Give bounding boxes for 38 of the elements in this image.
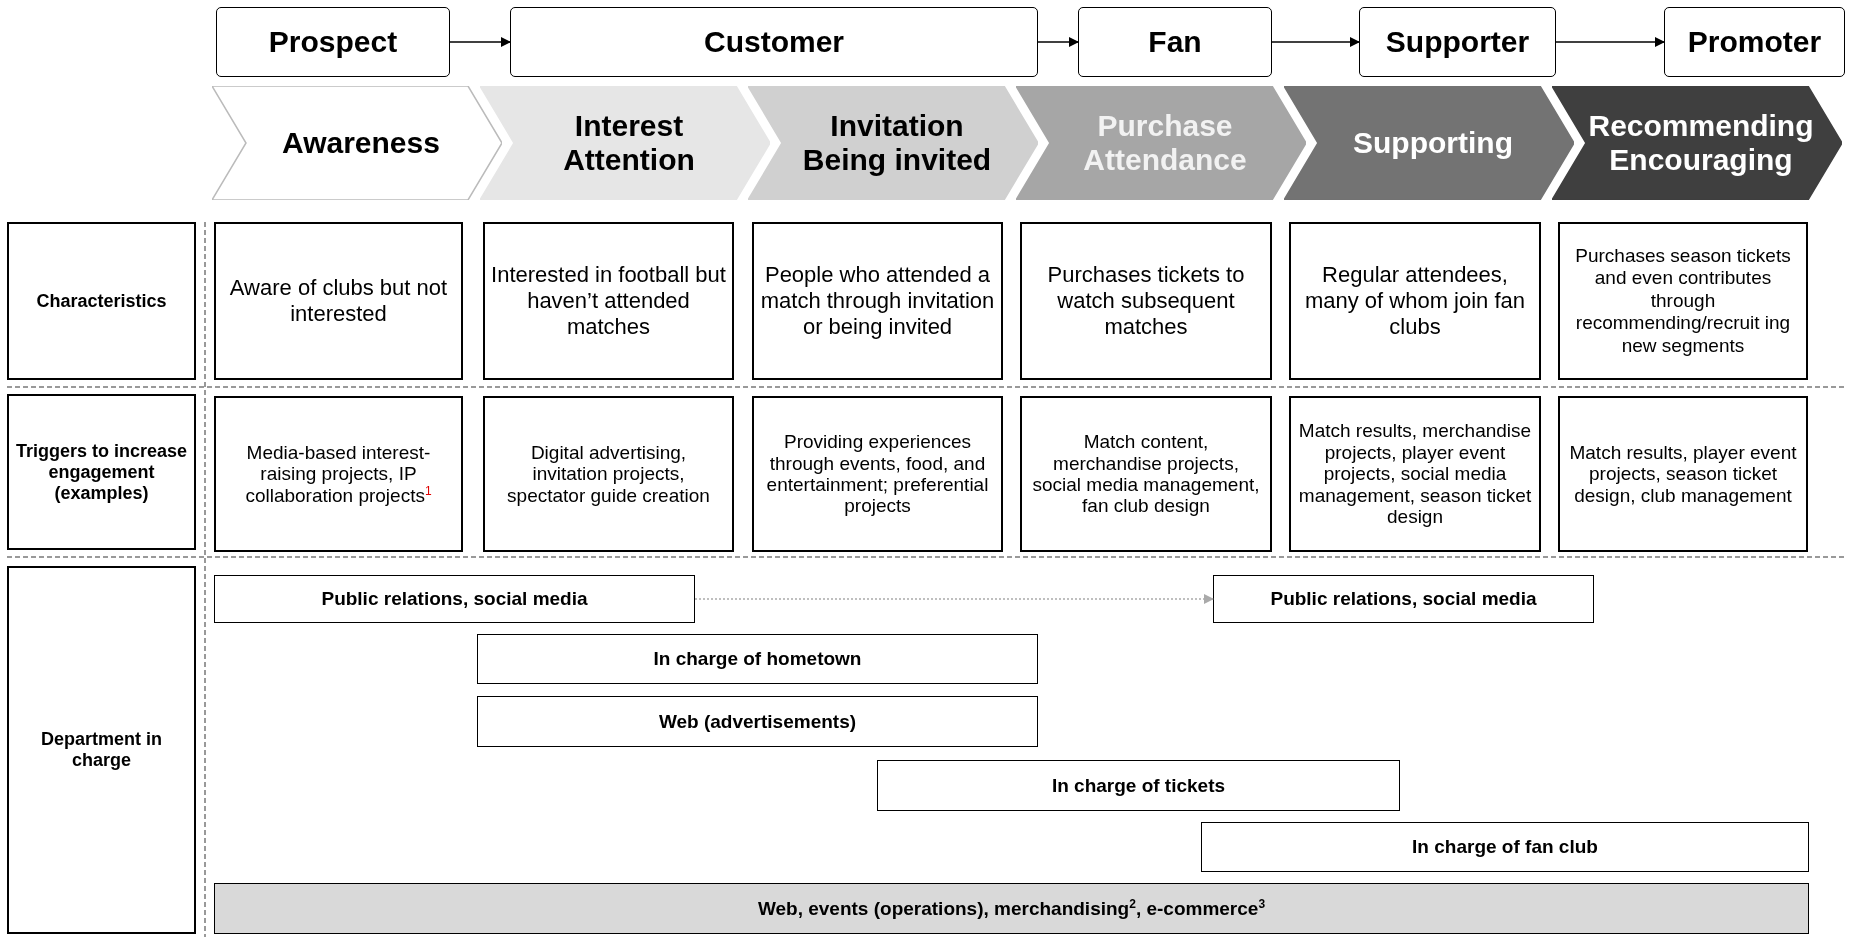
- arrow: [1555, 37, 1665, 47]
- department-bar: In charge of fan club: [1201, 822, 1809, 872]
- department-bar: Public relations, social media: [1213, 575, 1594, 623]
- description-box: Media-based interest-raising projects, IP collaboration projects$^{1}$: [214, 396, 463, 552]
- description-box: Regular attendees, many of whom join fan clubs: [1289, 222, 1541, 380]
- chevron-step: Awareness: [212, 86, 502, 200]
- description-box: Aware of clubs but not interested: [214, 222, 463, 380]
- row-header: Triggers to increase engagement (examples): [7, 394, 196, 550]
- stage-box: Promoter: [1664, 7, 1845, 77]
- stage-box: Fan: [1078, 7, 1272, 77]
- department-bar: In charge of hometown: [477, 634, 1038, 684]
- department-bar: In charge of tickets: [877, 760, 1400, 811]
- chevron-step: Invitation Being invited: [748, 86, 1038, 200]
- description-box: Providing experiences through events, food, and entertainment; preferential projects: [752, 396, 1003, 552]
- row-header: Characteristics: [7, 222, 196, 380]
- arrow: [694, 594, 1214, 604]
- description-box: Purchases season tickets and even contributes through recommending/recruit ing new segments: [1558, 222, 1808, 380]
- row-header: Department in charge: [7, 566, 196, 934]
- chevron-step: Purchase Attendance: [1016, 86, 1306, 200]
- chevron-step: Recommending Encouraging: [1552, 86, 1842, 200]
- description-box: Interested in football but haven’t attended matches: [483, 222, 734, 380]
- stage-box: Customer: [510, 7, 1038, 77]
- arrow: [449, 37, 511, 47]
- description-box: Purchases tickets to watch subsequent matches: [1020, 222, 1272, 380]
- department-bar: Web, events (operations), merchandising$^{2}$, e-commerce$^{3}$: [214, 883, 1809, 934]
- description-box: Match content, merchandise projects, social media management, fan club design: [1020, 396, 1272, 552]
- stage-box: Prospect: [216, 7, 450, 77]
- chevron-step: Supporting: [1284, 86, 1574, 200]
- description-box: People who attended a match through invitation or being invited: [752, 222, 1003, 380]
- arrow: [1037, 37, 1079, 47]
- department-bar: Web (advertisements): [477, 696, 1038, 747]
- department-bar: Public relations, social media: [214, 575, 695, 623]
- stage-box: Supporter: [1359, 7, 1556, 77]
- description-box: Match results, merchandise projects, player event projects, social media management, season ticket design: [1289, 396, 1541, 552]
- chevron-step: Interest Attention: [480, 86, 770, 200]
- description-box: Match results, player event projects, season ticket design, club management: [1558, 396, 1808, 552]
- arrow: [1271, 37, 1360, 47]
- description-box: Digital advertising, invitation projects, spectator guide creation: [483, 396, 734, 552]
